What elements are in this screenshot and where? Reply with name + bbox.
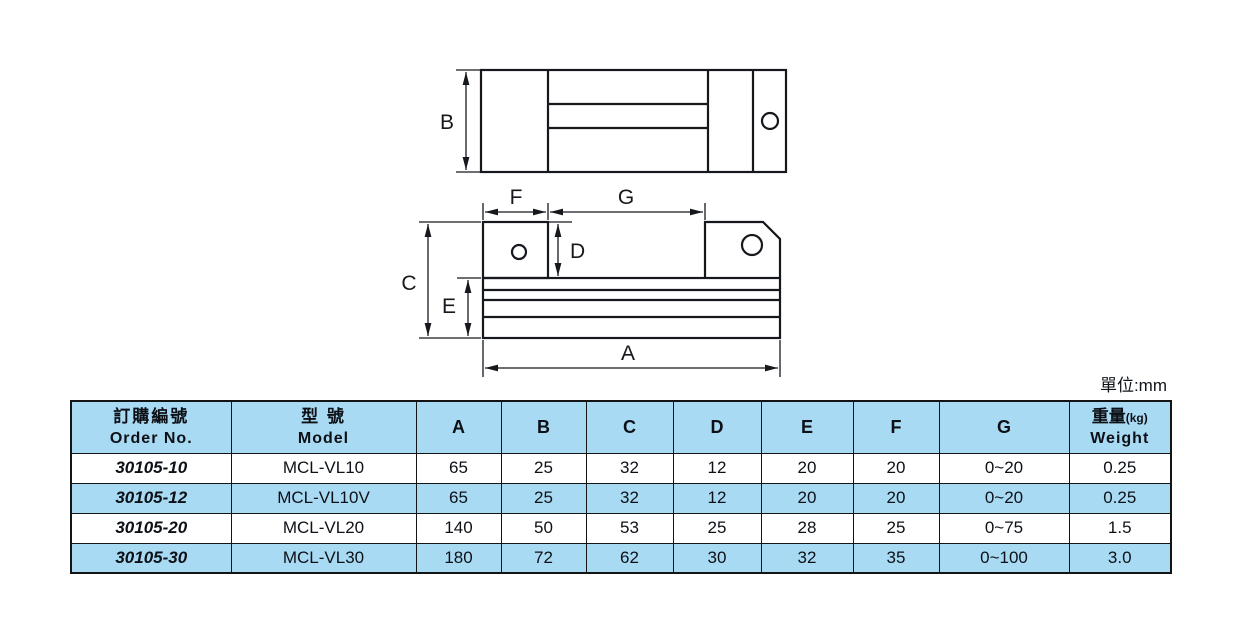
dim-label-g: G: [618, 186, 634, 209]
dimension-c: C: [401, 221, 481, 339]
cell-dim-g: 0~20: [938, 482, 1070, 514]
cell-dim-e: 20: [760, 452, 854, 484]
weight-unit-label: (kg): [1125, 410, 1148, 425]
cell-model: MCL-VL10V: [230, 482, 417, 514]
weight-header-zh: 重量(kg): [1091, 406, 1148, 426]
unit-note: 單位:mm: [1099, 376, 1167, 395]
cell-dim-c: 53: [585, 512, 674, 544]
col-header-b: B: [500, 400, 587, 454]
order-no-header-zh: 訂購編號: [113, 406, 190, 426]
dimension-f-g: F G: [482, 186, 706, 220]
weight-header-en: Weight: [1090, 429, 1150, 447]
cell-dim-f: 25: [852, 512, 940, 544]
dim-label-c: C: [401, 272, 416, 295]
cell-dim-a: 140: [415, 512, 502, 544]
cell-dim-a: 65: [415, 452, 502, 484]
base-outline: [481, 276, 782, 340]
col-header-e: E: [760, 400, 854, 454]
cell-dim-d: 12: [672, 482, 762, 514]
cell-dim-e: 28: [760, 512, 854, 544]
dimension-a: A: [482, 340, 781, 377]
col-header-g: G: [938, 400, 1070, 454]
cell-model: MCL-VL10: [230, 452, 417, 484]
fixed-jaw-outline: [481, 220, 550, 280]
table-row: 30105-30 MCL-VL30 180 72 62 30 32 35 0~1…: [70, 542, 1172, 574]
col-header-c: C: [585, 400, 674, 454]
dimension-d: D: [548, 221, 585, 276]
table-header-row: 訂購編號 Order No. 型 號 Model A B C D E F G 重…: [70, 400, 1172, 454]
side-view: [481, 220, 782, 340]
cell-weight: 0.25: [1068, 482, 1172, 514]
model-header-zh: 型 號: [301, 406, 346, 426]
spec-table: 訂購編號 Order No. 型 號 Model A B C D E F G 重…: [70, 400, 1172, 574]
cell-weight: 1.5: [1068, 512, 1172, 544]
dimension-b: B: [440, 69, 481, 173]
screw-end-hole: [740, 233, 764, 257]
cell-dim-g: 0~100: [938, 542, 1070, 574]
cell-dim-f: 35: [852, 542, 940, 574]
col-header-d: D: [672, 400, 762, 454]
cell-dim-b: 25: [500, 482, 587, 514]
table-row: 30105-20 MCL-VL20 140 50 53 25 28 25 0~7…: [70, 512, 1172, 544]
cell-dim-g: 0~20: [938, 452, 1070, 484]
table-row: 30105-12 MCL-VL10V 65 25 32 12 20 20 0~2…: [70, 482, 1172, 514]
dim-label-a: A: [621, 342, 635, 365]
cell-order-no: 30105-20: [70, 512, 232, 544]
cell-dim-c: 32: [585, 452, 674, 484]
model-header-en: Model: [297, 429, 350, 447]
col-header-f: F: [852, 400, 940, 454]
cell-model: MCL-VL20: [230, 512, 417, 544]
col-header-a: A: [415, 400, 502, 454]
dim-label-d: D: [570, 240, 585, 263]
cell-dim-c: 62: [585, 542, 674, 574]
cell-order-no: 30105-10: [70, 452, 232, 484]
dim-label-e: E: [442, 295, 456, 318]
cell-dim-e: 32: [760, 542, 854, 574]
cell-dim-d: 30: [672, 542, 762, 574]
order-no-header-en: Order No.: [109, 429, 193, 447]
cell-dim-g: 0~75: [938, 512, 1070, 544]
cell-dim-f: 20: [852, 452, 940, 484]
dim-label-f: F: [510, 186, 523, 209]
cell-dim-d: 25: [672, 512, 762, 544]
cell-model: MCL-VL30: [230, 542, 417, 574]
jaw-hole: [510, 243, 528, 261]
table-row: 30105-10 MCL-VL10 65 25 32 12 20 20 0~20…: [70, 452, 1172, 484]
cell-dim-b: 50: [500, 512, 587, 544]
cell-dim-b: 25: [500, 452, 587, 484]
cell-order-no: 30105-12: [70, 482, 232, 514]
cell-dim-e: 20: [760, 482, 854, 514]
cell-dim-a: 65: [415, 482, 502, 514]
col-header-order-no: 訂購編號 Order No.: [70, 400, 232, 454]
technical-drawing: B F G C: [401, 68, 788, 377]
cell-weight: 3.0: [1068, 542, 1172, 574]
cell-dim-b: 72: [500, 542, 587, 574]
col-header-model: 型 號 Model: [230, 400, 417, 454]
dim-label-b: B: [440, 111, 454, 134]
cell-weight: 0.25: [1068, 452, 1172, 484]
cell-dim-a: 180: [415, 542, 502, 574]
top-view-body-outline: [479, 68, 788, 174]
dimension-e: E: [442, 277, 481, 336]
top-view: [479, 68, 788, 174]
movable-jaw-outline: [703, 220, 782, 278]
col-header-weight: 重量(kg) Weight: [1068, 400, 1172, 454]
screw-hole: [760, 111, 780, 131]
cell-dim-c: 32: [585, 482, 674, 514]
cell-dim-d: 12: [672, 452, 762, 484]
cell-dim-f: 20: [852, 482, 940, 514]
cell-order-no: 30105-30: [70, 542, 232, 574]
